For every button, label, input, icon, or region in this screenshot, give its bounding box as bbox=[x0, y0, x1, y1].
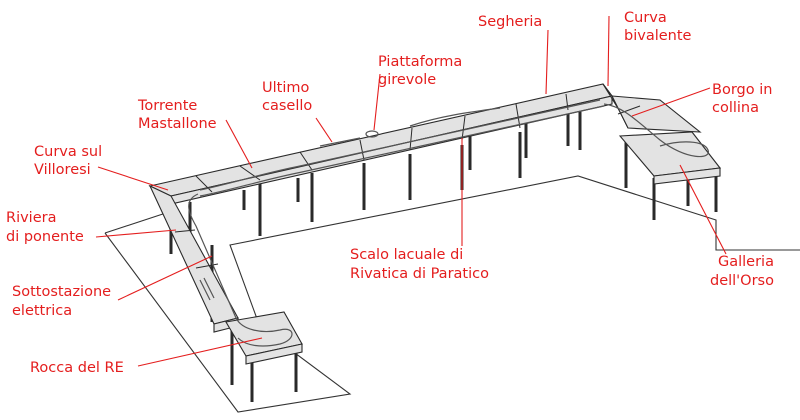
leader-lines bbox=[95, 15, 727, 367]
track-lines bbox=[188, 99, 709, 347]
label-segheria: Segheria bbox=[478, 14, 542, 30]
label-rocca-del-re: Rocca del RE bbox=[30, 360, 124, 376]
table-modules bbox=[148, 83, 722, 365]
